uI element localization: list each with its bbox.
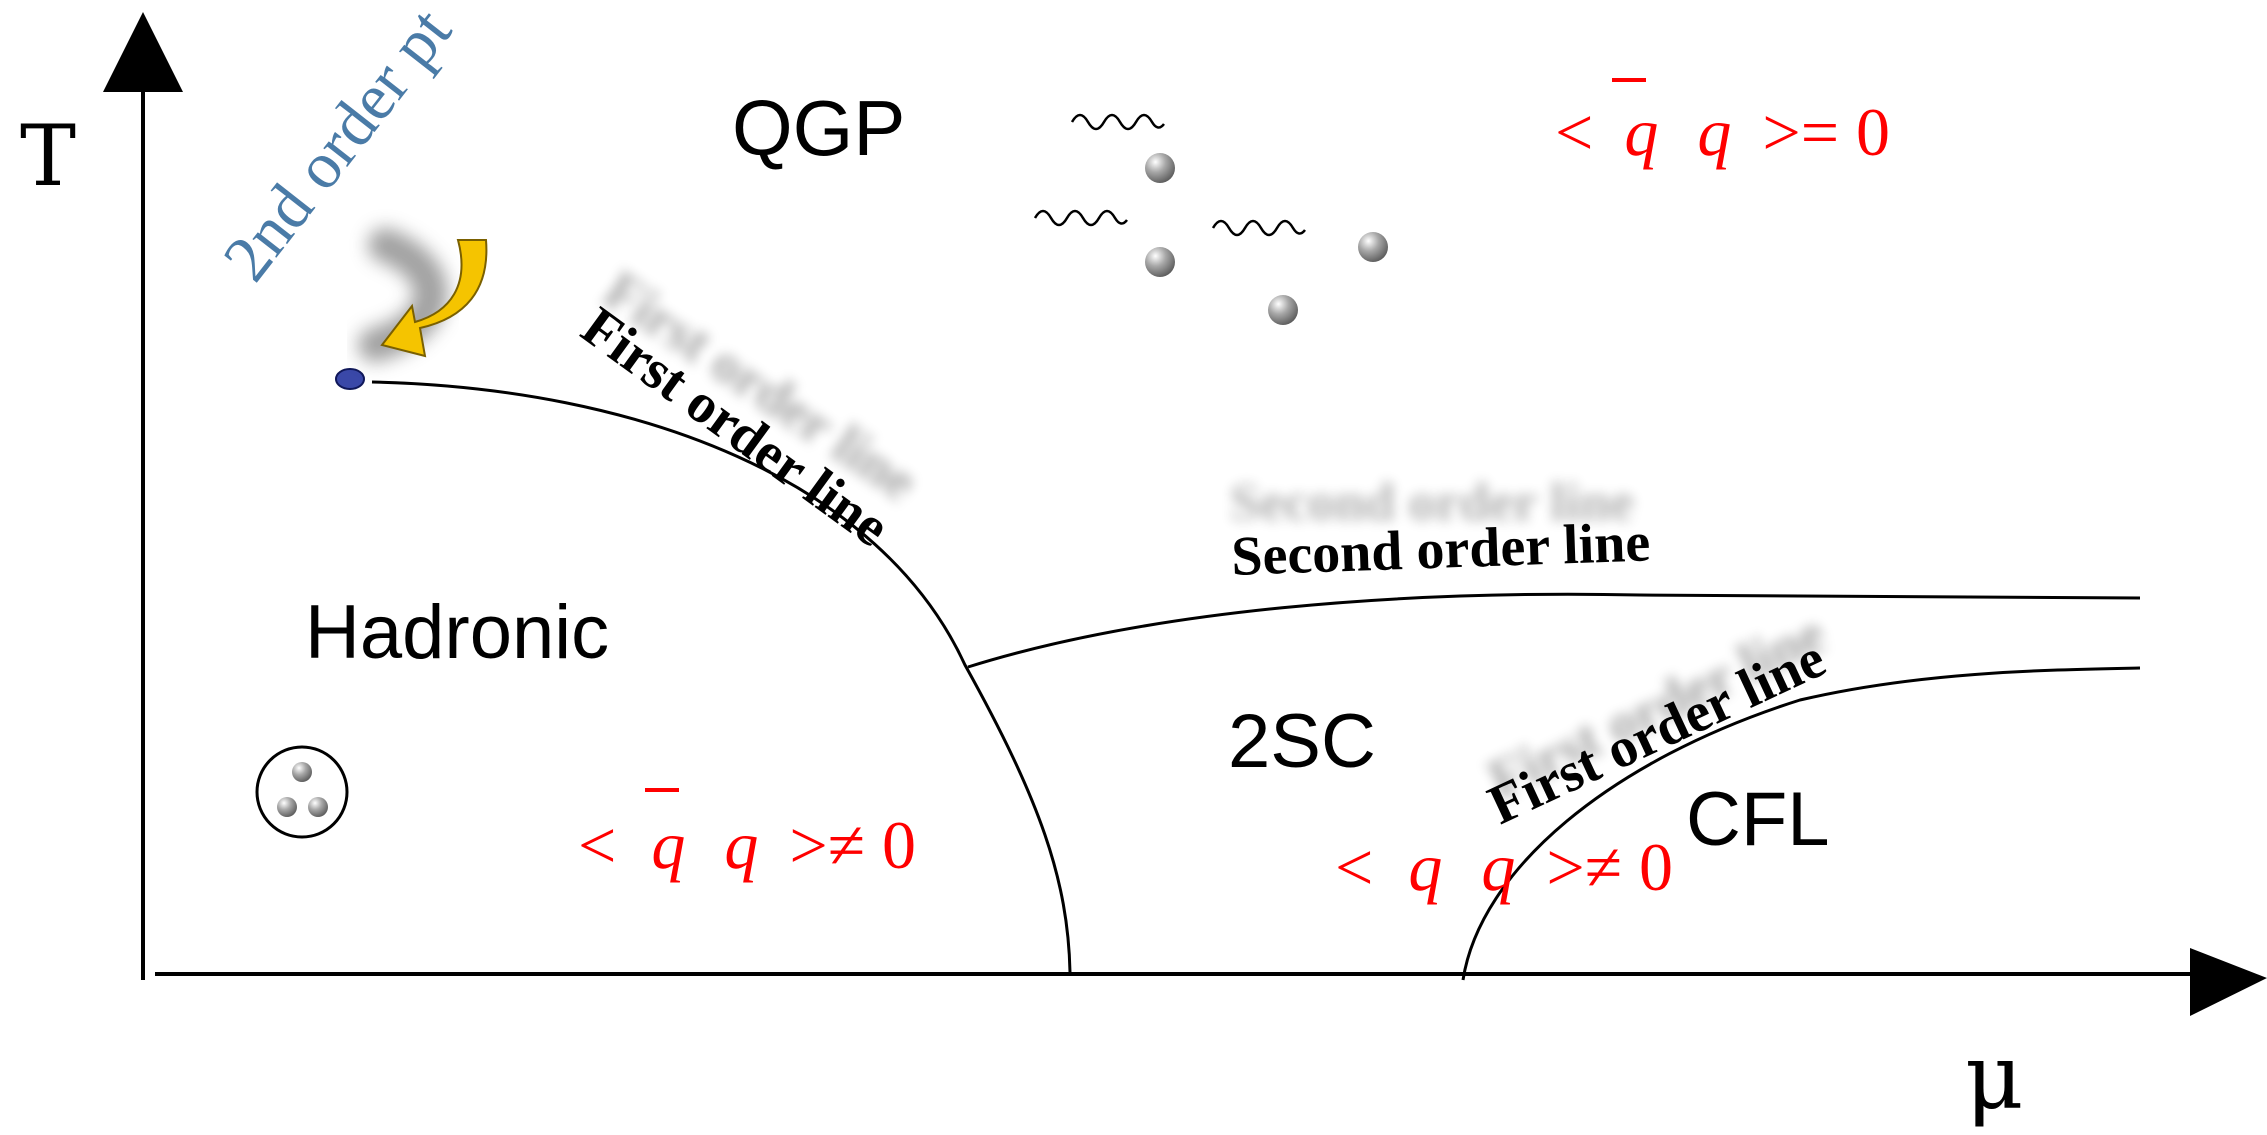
curved-pointer-arrow-icon [358, 228, 488, 362]
condensate-qgp: < q q >= 0 [1555, 78, 1890, 170]
gluon-wave-icon [1033, 209, 1128, 227]
region-qgp: QGP [732, 84, 905, 172]
first-order-line-upper [371, 380, 1072, 973]
critical-point-dot [335, 368, 365, 390]
quark-sphere-icon [1145, 247, 1175, 277]
region-2sc: 2SC [1228, 699, 1376, 784]
condensate-diquark-text: < q q >≠ 0 [1335, 829, 1673, 905]
hadron-baryon-icon [255, 745, 349, 839]
x-axis-label: μ [1965, 1025, 2024, 1130]
axes: T μ [20, 12, 2267, 1130]
first-order-line-lower [1461, 666, 2141, 981]
gluon-wave-icon [1070, 113, 1165, 131]
y-axis-label: T [20, 107, 76, 205]
gluons [1033, 113, 1306, 237]
region-cfl: CFL [1686, 777, 1830, 862]
gluon-wave-icon [1211, 219, 1306, 237]
y-axis-arrowhead [103, 12, 183, 92]
condensate-diquark: < q q >≠ 0 [1335, 829, 1673, 905]
quark-sphere-icon [1145, 153, 1175, 183]
critical-point-label: 2nd order pt [209, 0, 465, 294]
quark-sphere-icon [1268, 295, 1298, 325]
critical-point: 2nd order pt [209, 0, 488, 390]
second-order-line [967, 592, 2141, 669]
second-order-shadow: Second order line [1230, 472, 1634, 532]
region-hadronic: Hadronic [305, 590, 609, 675]
second-order-label: Second order line [1230, 511, 1651, 588]
quarks [1145, 153, 1388, 325]
condensate-qgp-text: < q q >= 0 [1555, 94, 1890, 170]
x-axis-arrowhead [2190, 948, 2267, 1016]
region-labels: QGP Hadronic 2SC CFL [305, 84, 1830, 862]
quark-sphere-icon [1358, 232, 1388, 262]
condensate-hadronic: < q q >≠ 0 [578, 788, 916, 883]
condensate-hadronic-text: < q q >≠ 0 [578, 807, 916, 883]
condensates: < q q >= 0 < q q >≠ 0 < q q >≠ 0 [578, 78, 1890, 905]
phase-boundaries [371, 380, 2141, 981]
line-labels: First order line First order line Second… [570, 259, 1834, 836]
